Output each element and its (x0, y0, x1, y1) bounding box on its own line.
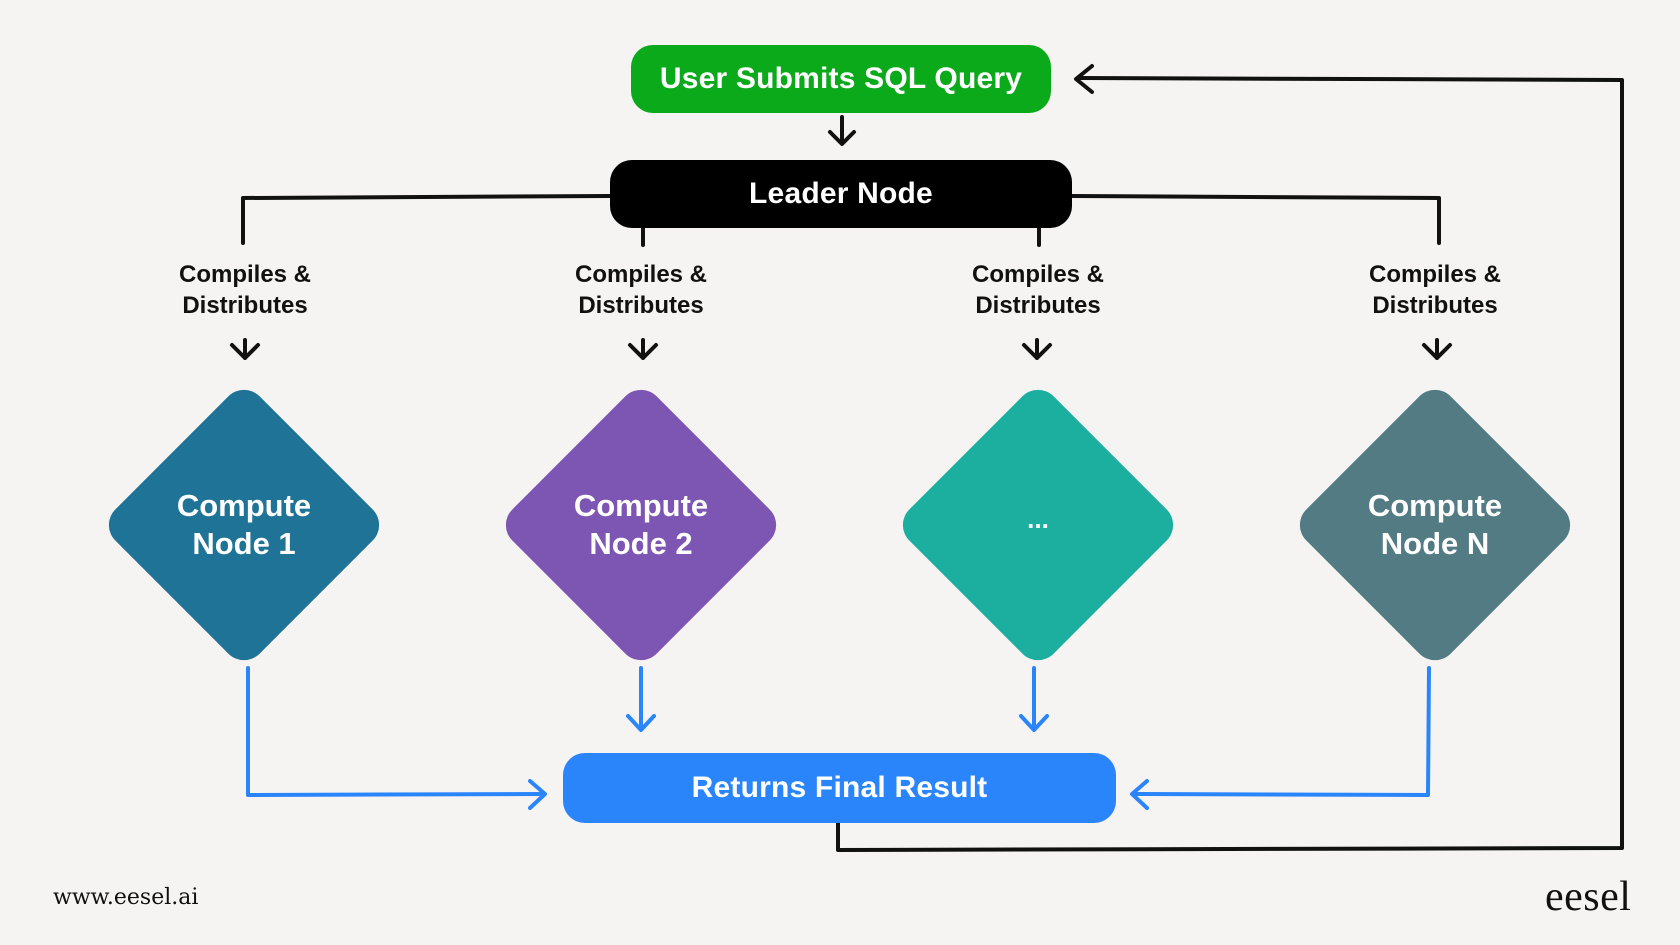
feedback-loop-line (836, 76, 1624, 852)
feedback-arrowhead (1074, 64, 1094, 94)
branch-label-n: Compiles & Distributes (1368, 261, 1502, 319)
node-n-result-arrowhead (1130, 779, 1149, 810)
eesel-logo: eesel (1545, 874, 1632, 920)
node-3-to-result-arrow (1019, 666, 1049, 732)
node-1-to-result-line (246, 666, 546, 797)
arrow-to-node-2 (628, 338, 658, 360)
returns-final-result-node: Returns Final Result (563, 753, 1116, 823)
arrow-to-node-3 (1022, 338, 1052, 360)
footer-url: www.eesel.ai (53, 885, 199, 910)
branch-label-1: Compiles & Distributes (178, 261, 312, 319)
compute-node-ellipsis-label: ... (1027, 504, 1049, 534)
leader-node: Leader Node (610, 160, 1072, 228)
compute-node-1-label: Compute Node 1 (176, 488, 312, 561)
node-n-to-result-line (1131, 666, 1431, 797)
arrow-to-node-n (1422, 338, 1452, 360)
leader-branch-line-left (241, 194, 612, 245)
compute-node-n-label: Compute Node N (1367, 488, 1503, 561)
compute-node-2-label: Compute Node 2 (573, 488, 709, 561)
node-2-to-result-arrow (626, 666, 656, 732)
branch-label-3: Compiles & Distributes (971, 261, 1105, 319)
compute-node-n: Compute Node N (1290, 380, 1580, 670)
node-1-result-arrowhead (528, 779, 547, 810)
compute-node-1: Compute Node 1 (99, 380, 389, 670)
compute-node-2: Compute Node 2 (496, 380, 786, 670)
leader-branch-line-right (1070, 194, 1441, 245)
arrow-to-node-1 (230, 338, 260, 360)
compute-node-ellipsis: ... (893, 380, 1183, 670)
query-to-leader-arrow (828, 115, 856, 146)
user-submits-query-node: User Submits SQL Query (631, 45, 1051, 113)
branch-label-2: Compiles & Distributes (574, 261, 708, 319)
